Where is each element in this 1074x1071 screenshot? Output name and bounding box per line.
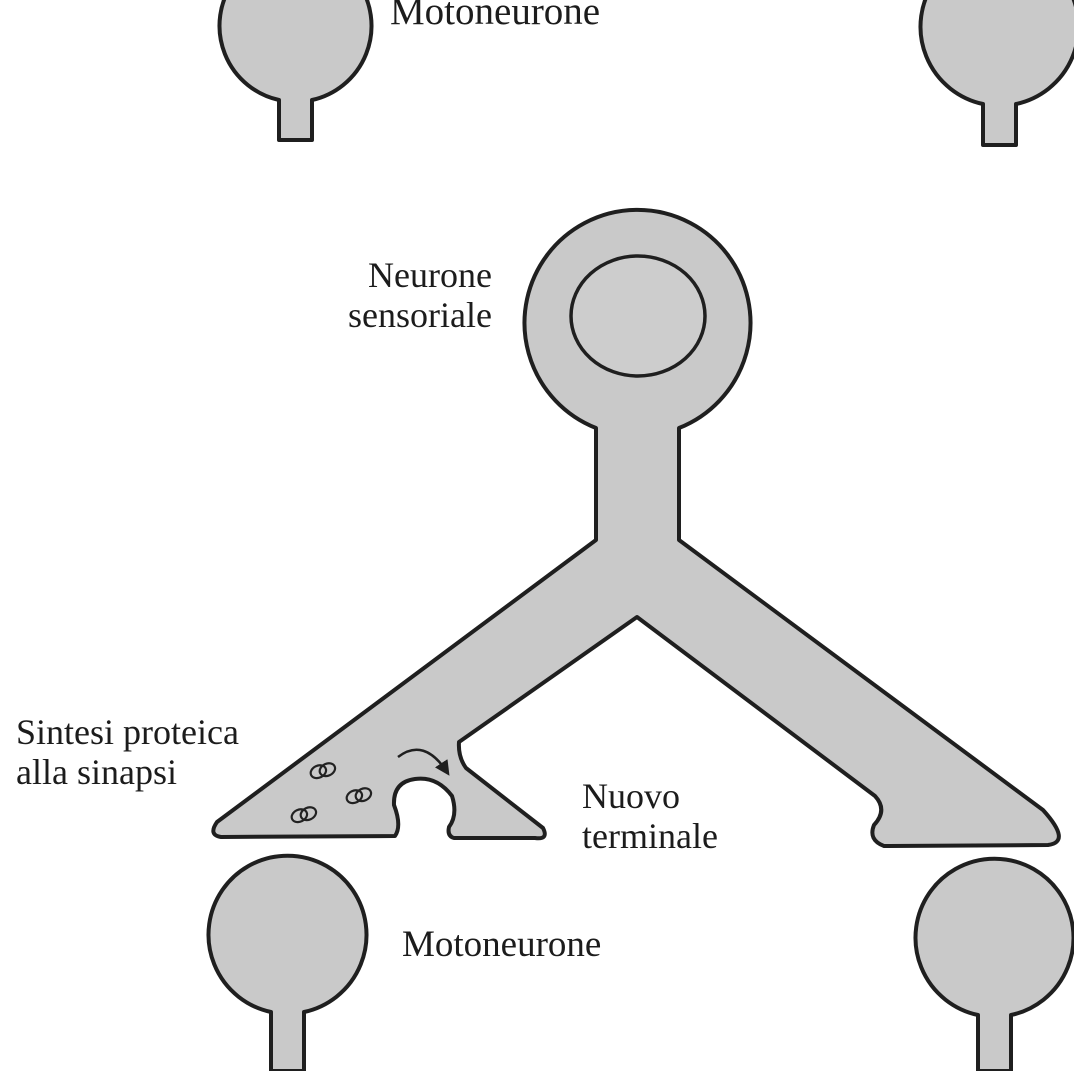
protein-synthesis-label-line2: alla sinapsi bbox=[16, 752, 239, 792]
motoneuron-bottom-right bbox=[916, 859, 1074, 1071]
motoneuron-top-left bbox=[219, 0, 371, 140]
new-terminal-label-line2: terminale bbox=[582, 816, 718, 856]
sensory-neuron-label-line1: Neurone bbox=[348, 255, 492, 295]
protein-synthesis-label: Sintesi proteica alla sinapsi bbox=[16, 712, 239, 793]
sensory-neuron-label: Neurone sensoriale bbox=[348, 255, 492, 336]
motoneurone-label-top: Motoneurone bbox=[390, 0, 600, 34]
sensory-neuron-label-line2: sensoriale bbox=[348, 295, 492, 335]
new-terminal-label-line1: Nuovo bbox=[582, 776, 718, 816]
nucleus bbox=[571, 256, 705, 376]
protein-synthesis-label-line1: Sintesi proteica bbox=[16, 712, 239, 752]
new-terminal-label: Nuovo terminale bbox=[582, 776, 718, 857]
motoneuron-top-right bbox=[921, 0, 1074, 145]
motoneurone-label-bottom: Motoneurone bbox=[402, 924, 601, 965]
motoneuron-bottom-left bbox=[209, 856, 367, 1071]
